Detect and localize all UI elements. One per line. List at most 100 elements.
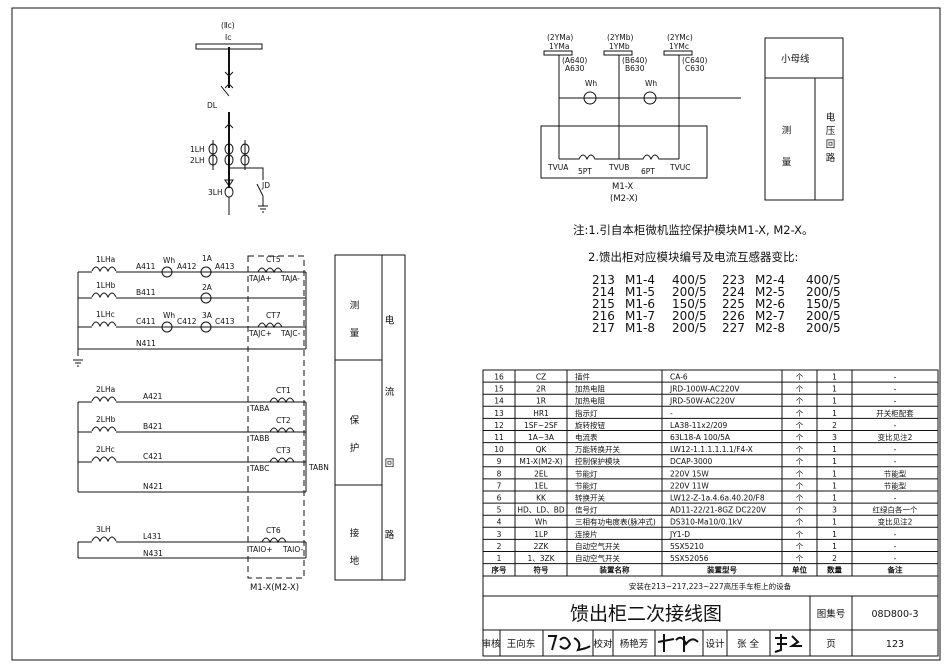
table-cell: JRD-100W-AC220V bbox=[669, 385, 740, 394]
atlas-number: 08D800-3 bbox=[871, 609, 918, 620]
table-cell: CZ bbox=[536, 373, 546, 382]
page-label: 页 bbox=[826, 639, 836, 650]
function-current-loop: 电流回路 bbox=[383, 314, 395, 601]
terminal-label: TVUC bbox=[669, 163, 690, 172]
table-cell: - bbox=[670, 409, 673, 418]
diagram-label: N421 bbox=[143, 482, 163, 491]
ratio-cell: M1-5 bbox=[625, 285, 655, 299]
ratio-cell: 150/5 bbox=[806, 297, 841, 311]
table-cell: - bbox=[894, 457, 897, 466]
table-cell: 个 bbox=[796, 469, 804, 478]
diagram-label: CT7 bbox=[266, 311, 281, 320]
small-busbar bbox=[543, 50, 573, 56]
checker-signature bbox=[657, 634, 699, 652]
designer-signature bbox=[774, 634, 802, 653]
table-cell: 1 bbox=[832, 494, 837, 503]
terminal-label: TVUA bbox=[547, 163, 569, 172]
table-cell: 2 bbox=[832, 554, 837, 563]
small-bus-measure: 测量 bbox=[780, 125, 792, 188]
terminal-label: TVUB bbox=[608, 163, 629, 172]
voltage-circuit: (2YMa)1YMa(A640)A630(2YMb)1YMb(B640)B630… bbox=[540, 33, 741, 204]
diagram-label: N411 bbox=[136, 339, 156, 348]
table-cell: DCAP-3000 bbox=[670, 457, 713, 466]
drawing-title: 馈出柜二次接线图 bbox=[570, 603, 722, 625]
ratio-cell: 200/5 bbox=[806, 285, 841, 299]
table-cell: Wh bbox=[535, 518, 547, 527]
table-cell: 8 bbox=[497, 469, 502, 478]
module-box bbox=[540, 125, 708, 179]
ratio-cell: 217 bbox=[592, 321, 615, 335]
wire-label: B630 bbox=[625, 64, 645, 73]
table-cell: 个 bbox=[796, 421, 804, 430]
table-cell: 转换开关 bbox=[575, 493, 605, 503]
table-header-cell: 符号 bbox=[534, 565, 549, 575]
note-2: 2.馈出柜对应模块编号及电流互感器变比: bbox=[588, 250, 798, 264]
ratio-cell: 215 bbox=[592, 297, 615, 311]
diagram-label: 1LHc bbox=[96, 310, 115, 319]
diagram-label: C421 bbox=[143, 452, 163, 461]
wh-label: Wh bbox=[645, 79, 657, 88]
diagram-label: C411 bbox=[136, 317, 156, 326]
diagram-label: TAJC+ bbox=[248, 329, 272, 338]
table-cell: 个 bbox=[796, 457, 804, 466]
page-number: 123 bbox=[886, 639, 904, 650]
diagram-label: Wh bbox=[163, 311, 175, 320]
table-cell: 加热电阻 bbox=[575, 384, 605, 394]
table-cell: 个 bbox=[796, 481, 804, 490]
table-cell: 变比见注2 bbox=[878, 517, 913, 527]
table-header: 序号符号装置名称装置型号单位数量备注 bbox=[492, 565, 903, 575]
wh-label: Wh bbox=[585, 79, 597, 88]
protect-circuit: 2LHa 2LHb 2LHc A421 B421 C421 N421 CT1 C… bbox=[77, 385, 329, 493]
table-header-cell: 装置名称 bbox=[599, 565, 630, 575]
bus-upper-label: (Ⅱc) bbox=[221, 21, 235, 30]
table-cell: 插件 bbox=[575, 372, 590, 382]
table-cell: 7 bbox=[497, 481, 502, 490]
table-cell: 1 bbox=[832, 530, 837, 539]
table-cell: 220V 11W bbox=[670, 481, 709, 490]
table-cell: 个 bbox=[796, 518, 804, 527]
diagram-label: CT5 bbox=[266, 255, 281, 264]
table-cell: - bbox=[894, 385, 897, 394]
ratio-cell: 216 bbox=[592, 309, 615, 323]
table-cell: LW12-1.1.1.1.1.1/F4-X bbox=[670, 445, 753, 454]
small-bus-voltage: 电压回路 bbox=[824, 111, 836, 166]
function-protect: 保护 bbox=[348, 414, 360, 470]
diagram-label: B411 bbox=[136, 288, 156, 297]
small-busbar bbox=[663, 50, 693, 56]
measure-circuit: 1LHa 1LHb 1LHc A411 A412 A413 B411 C411 … bbox=[73, 254, 307, 367]
diagram-label: TAJA- bbox=[280, 274, 300, 283]
table-cell: 5 bbox=[497, 506, 502, 515]
diagram-label: 1LHb bbox=[96, 281, 116, 290]
table-cell: 1 bbox=[832, 385, 837, 394]
table-cell: 个 bbox=[796, 445, 804, 454]
diagram-label: 2A bbox=[202, 283, 213, 292]
table-cell: CA-6 bbox=[670, 373, 688, 382]
table-cell: 个 bbox=[796, 530, 804, 539]
ct3-label: 3LH bbox=[208, 188, 223, 197]
diagram-label: TABC bbox=[249, 464, 269, 473]
ratio-cell: 200/5 bbox=[672, 285, 707, 299]
diagram-label: 3A bbox=[202, 311, 213, 320]
ratio-cell: 200/5 bbox=[672, 321, 707, 335]
note-1: 注:1.引自本柜微机监控保护模块M1-X, M2-X。 bbox=[573, 223, 814, 237]
earth-switch-label: JD bbox=[261, 181, 270, 190]
diagram-label: C412 bbox=[177, 317, 197, 326]
reviewer-signature bbox=[548, 635, 591, 652]
table-cell: 14 bbox=[494, 397, 504, 406]
wire-alt-label: (C640) bbox=[682, 56, 707, 65]
table-cell: QK bbox=[536, 445, 548, 454]
table-cell: 指示灯 bbox=[575, 408, 598, 418]
ratio-cell: M2-6 bbox=[755, 297, 785, 311]
bus-label: Ⅰc bbox=[225, 33, 231, 42]
table-header-cell: 数量 bbox=[827, 565, 842, 575]
atlas-label: 图集号 bbox=[817, 608, 846, 620]
single-line-diagram: (Ⅱc) Ⅰc DL 1LH 2LH 3LH JD bbox=[190, 21, 270, 215]
ammeter-icon bbox=[200, 321, 212, 333]
table-cell: 节能灯 bbox=[575, 480, 598, 490]
table-cell: 1EL bbox=[534, 481, 549, 490]
table-cell: 4 bbox=[497, 518, 502, 527]
